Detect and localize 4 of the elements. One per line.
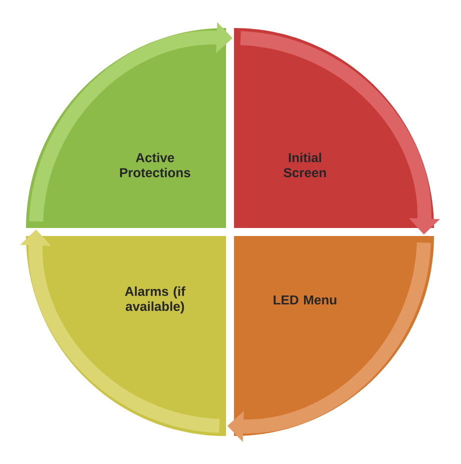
quadrant: Initial Screen	[234, 28, 434, 228]
quadrant: Alarms (if available)	[26, 236, 226, 436]
quadrant: Active Protections	[26, 28, 226, 228]
quadrant: LED Menu	[234, 236, 434, 436]
